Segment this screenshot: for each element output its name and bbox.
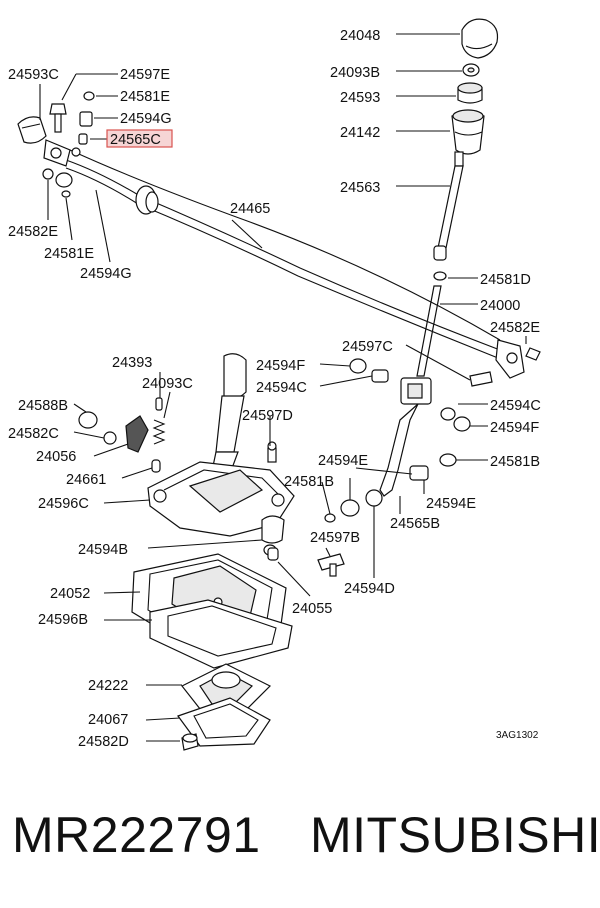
- label-24581B-right: 24581B: [490, 454, 540, 470]
- label-24596B: 24596B: [38, 612, 88, 628]
- label-24593C: 24593C: [8, 67, 59, 83]
- shift-cable-part: [65, 149, 541, 379]
- highlight-box: [106, 129, 173, 148]
- lever-housing-part: [147, 353, 295, 544]
- label-24581D: 24581D: [480, 272, 531, 288]
- label-24594F-left: 24594F: [256, 358, 305, 374]
- label-24052: 24052: [50, 586, 90, 602]
- label-24565C: 24565C: [110, 132, 161, 148]
- diagram-code: 3AG1302: [496, 730, 539, 741]
- label-24594E-lower: 24594E: [426, 496, 476, 512]
- label-24594C-left: 24594C: [256, 380, 307, 396]
- label-24142: 24142: [340, 125, 380, 141]
- cable-end-parts: [17, 91, 95, 198]
- label-24000: 24000: [480, 298, 520, 314]
- label-24594C-right: 24594C: [490, 398, 541, 414]
- label-24594D: 24594D: [344, 581, 395, 597]
- label-24093C: 24093C: [142, 376, 193, 392]
- label-24582C: 24582C: [8, 426, 59, 442]
- o-ring-part: [433, 271, 447, 281]
- part-number: MR222791: [12, 807, 261, 863]
- brand-name: MITSUBISHI: [310, 807, 600, 863]
- gasket-plates: [131, 553, 293, 751]
- label-24582D: 24582D: [78, 734, 129, 750]
- label-24055: 24055: [292, 601, 332, 617]
- label-24594B: 24594B: [78, 542, 128, 558]
- label-24597E: 24597E: [120, 67, 170, 83]
- label-24582E-left: 24582E: [8, 224, 58, 240]
- selector-parts: [78, 397, 166, 473]
- label-24594F-right: 24594F: [490, 420, 539, 436]
- label-24661: 24661: [66, 472, 106, 488]
- label-24222: 24222: [88, 678, 128, 694]
- label-24594G-top: 24594G: [120, 111, 172, 127]
- bushing-parts: [263, 544, 279, 561]
- label-24393: 24393: [112, 355, 152, 371]
- label-24588B: 24588B: [18, 398, 68, 414]
- part-labels: 24048 24093B 24593 24142 24563 24593C 24…: [8, 28, 541, 750]
- lever-rod-part: [433, 151, 464, 261]
- label-24581E-top: 24581E: [120, 89, 170, 105]
- label-24594E-upper: 24594E: [318, 453, 368, 469]
- label-24093B: 24093B: [330, 65, 380, 81]
- label-24597C: 24597C: [342, 339, 393, 355]
- shift-knob-part: [461, 18, 499, 59]
- label-24048: 24048: [340, 28, 380, 44]
- label-24581B-mid: 24581B: [284, 474, 334, 490]
- leader-lines: [39, 33, 527, 742]
- label-24581E-bottom: 24581E: [44, 246, 94, 262]
- label-24563: 24563: [340, 180, 380, 196]
- label-24465: 24465: [230, 201, 270, 217]
- label-24596C: 24596C: [38, 496, 89, 512]
- label-24597B: 24597B: [310, 530, 360, 546]
- label-24582E-right: 24582E: [490, 320, 540, 336]
- exploded-view-svg: 24048 24093B 24593 24142 24563 24593C 24…: [8, 18, 541, 751]
- label-24067: 24067: [88, 712, 128, 728]
- lever-shaft-part: [379, 285, 442, 497]
- boot-part: [451, 109, 485, 155]
- washer-part: [462, 63, 480, 77]
- label-24597D: 24597D: [242, 408, 293, 424]
- label-24594G-bottom: 24594G: [80, 266, 132, 282]
- label-24593: 24593: [340, 90, 380, 106]
- label-24056: 24056: [36, 449, 76, 465]
- label-24565B: 24565B: [390, 516, 440, 532]
- ring-part: [457, 82, 483, 104]
